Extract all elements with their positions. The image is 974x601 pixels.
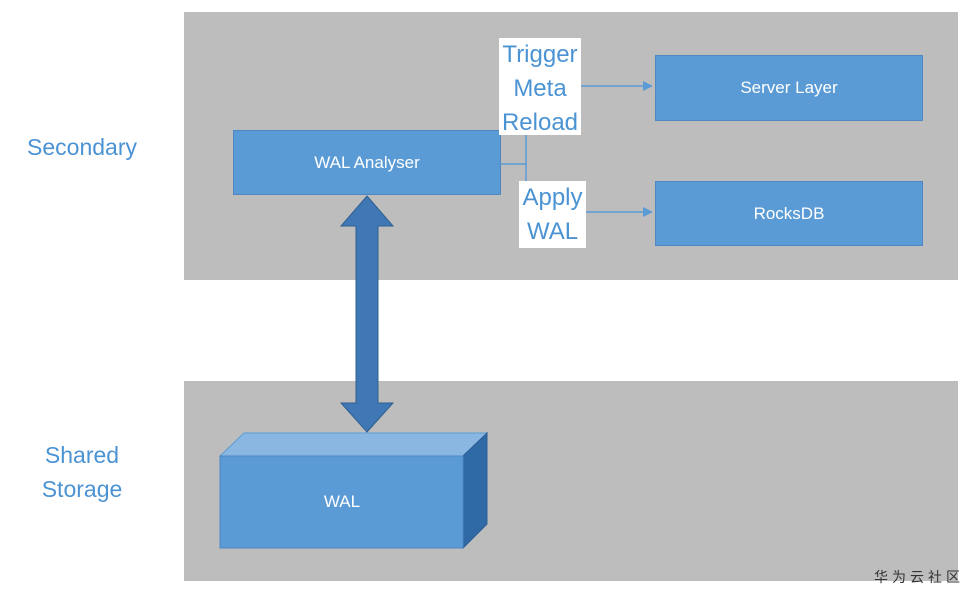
- secondary-label: Secondary: [16, 130, 148, 164]
- wal-box-label-wrapper: WAL: [220, 456, 464, 548]
- server-layer-label: Server Layer: [740, 78, 838, 97]
- server-layer-box: Server Layer: [655, 55, 923, 121]
- shared-storage-label-line-2: Storage: [41, 476, 123, 502]
- trigger-meta-reload-callout: Trigger Meta Reload: [499, 38, 581, 136]
- wal-analyser-label: WAL Analyser: [314, 152, 420, 172]
- apply-wal-callout: Apply WAL: [519, 181, 586, 248]
- rocksdb-box: RocksDB: [655, 181, 923, 246]
- apply-line-2: WAL: [526, 218, 579, 245]
- watermark-text: 华为云社区: [874, 570, 964, 586]
- trigger-line-2: Meta: [513, 75, 567, 102]
- trigger-line-1: Trigger: [502, 41, 578, 68]
- shared-storage-label-line-1: Shared: [44, 442, 120, 468]
- secondary-label-text: Secondary: [27, 134, 137, 160]
- wal-box-label: WAL: [323, 492, 361, 511]
- rocksdb-label: RocksDB: [753, 203, 825, 223]
- shared-storage-label: Shared Storage: [16, 438, 148, 506]
- wal-analyser-box: WAL Analyser: [233, 130, 501, 195]
- apply-line-1: Apply: [522, 184, 583, 211]
- trigger-line-3: Reload: [501, 109, 579, 136]
